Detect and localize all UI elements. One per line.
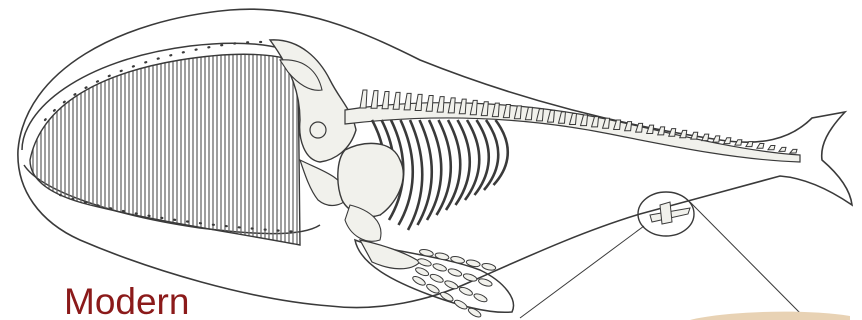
- pelvic-bone-callout: [520, 192, 850, 320]
- vertebra-spine: [382, 91, 389, 108]
- rib: [446, 120, 460, 210]
- vertebra-spine: [680, 130, 687, 137]
- vertebra-spine: [371, 91, 378, 109]
- rib: [484, 120, 498, 190]
- vertebra-spine: [702, 134, 709, 141]
- rib: [475, 120, 489, 195]
- vertebra-spine: [459, 99, 466, 114]
- vertebra-spine: [768, 145, 775, 149]
- phalanx-bone: [481, 262, 496, 271]
- baleen-plates: [25, 50, 305, 250]
- rib: [456, 120, 470, 205]
- phalanx-bone: [417, 257, 432, 267]
- phalanx-bone: [414, 266, 429, 277]
- figure-caption: Modern: [64, 282, 189, 320]
- vertebra-spine: [393, 92, 400, 109]
- phalanx-bone: [432, 262, 447, 272]
- vertebra-spine: [404, 93, 411, 110]
- scapula: [338, 143, 403, 241]
- vertebra-spine: [658, 127, 665, 135]
- vertebra-spine: [415, 94, 422, 110]
- vertebra-spine: [691, 132, 698, 139]
- vertebra-spine: [470, 100, 477, 114]
- phalanx-bone: [458, 286, 473, 297]
- vertebra-spine: [779, 147, 786, 151]
- phalanx-bone: [478, 277, 493, 287]
- rib: [418, 120, 432, 225]
- rib: [427, 120, 441, 220]
- phalanx-bone: [444, 279, 459, 290]
- phalanx-bone: [453, 299, 468, 311]
- vertebra-spine: [724, 138, 731, 144]
- rib: [408, 120, 422, 230]
- vertebra-spine: [735, 140, 742, 145]
- vertebra-spine: [360, 90, 367, 108]
- phalanx-bone: [425, 283, 440, 295]
- rib: [437, 120, 451, 215]
- vertebra-spine: [757, 144, 764, 149]
- phalanx-bone: [429, 273, 444, 284]
- vertebra-spine: [426, 95, 433, 111]
- phalanx-bone: [450, 255, 465, 264]
- vertebra-spine: [647, 125, 654, 133]
- phalanx-bone: [447, 267, 462, 277]
- phalanx-bone: [411, 275, 426, 287]
- phalanx-bone: [419, 248, 434, 257]
- phalanx-bone: [435, 252, 450, 261]
- rib: [465, 120, 479, 200]
- vertebra-spine: [437, 97, 444, 112]
- phalanx-bone: [463, 272, 478, 282]
- vertebra-spine: [713, 136, 720, 142]
- rib: [494, 120, 508, 185]
- vertebra-spine: [448, 98, 455, 113]
- vertebra-spine: [669, 129, 676, 137]
- vertebra-spine: [790, 149, 797, 153]
- phalanx-bone: [473, 292, 488, 303]
